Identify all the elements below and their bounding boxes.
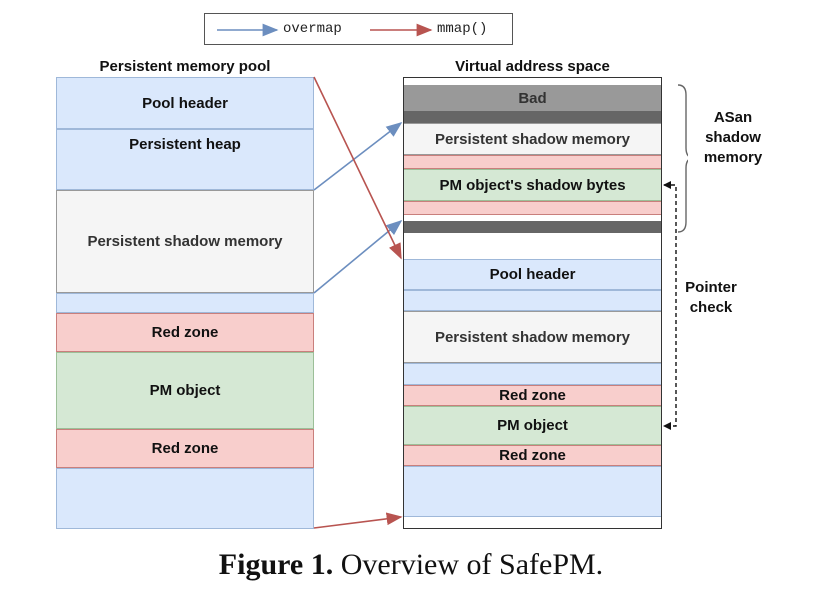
left-pm-object: PM object bbox=[56, 352, 314, 429]
left-persistent-shadow-memory: Persistent shadow memory bbox=[56, 190, 314, 293]
right-pm-object-shadow-bytes: PM object's shadow bytes bbox=[404, 169, 661, 201]
asan-label-line-3: memory bbox=[688, 148, 778, 168]
mmap-arrow-pool-header bbox=[313, 76, 402, 260]
left-heap-gap bbox=[56, 293, 314, 313]
right-persistent-shadow-memory: Persistent shadow memory bbox=[404, 311, 661, 363]
left-persistent-heap: Persistent heap bbox=[56, 129, 314, 190]
left-red-zone-1: Red zone bbox=[56, 313, 314, 352]
overmap-arrow-lower bbox=[313, 219, 403, 294]
asan-label-line-2: shadow bbox=[688, 128, 778, 148]
legend: overmap mmap() bbox=[204, 13, 513, 45]
pointer-check-label: Pointer check bbox=[680, 278, 742, 318]
left-heap-bottom bbox=[56, 468, 314, 529]
right-bad-region: Bad bbox=[404, 85, 661, 111]
right-persistent-shadow-memory-top: Persistent shadow memory bbox=[404, 123, 661, 155]
right-guard-band-bottom bbox=[404, 221, 661, 233]
asan-label-line-1: ASan bbox=[688, 108, 778, 128]
pointer-check-line bbox=[664, 184, 677, 427]
left-red-zone-2: Red zone bbox=[56, 429, 314, 468]
pointer-check-line-2: check bbox=[689, 299, 733, 316]
pointer-check-line-1: Pointer bbox=[685, 279, 737, 296]
virtual-address-space-title: Virtual address space bbox=[455, 58, 610, 75]
figure-caption: Figure 1. Overview of SafePM. bbox=[0, 548, 822, 582]
pointer-check-arrowhead-bottom bbox=[663, 422, 671, 430]
right-red-zone-1: Red zone bbox=[404, 385, 661, 406]
right-guard-band-top bbox=[404, 111, 661, 123]
right-shadow-red-2 bbox=[404, 201, 661, 215]
asan-shadow-memory-label: ASan shadow memory bbox=[688, 108, 778, 168]
right-heap-bottom bbox=[404, 466, 661, 517]
figure-caption-label: Figure 1. bbox=[218, 548, 334, 581]
overmap-arrow-upper bbox=[313, 122, 403, 191]
persistent-memory-pool-title: Persistent memory pool bbox=[99, 58, 271, 75]
mmap-arrow-pool-end bbox=[313, 512, 403, 529]
right-heap-gap-1 bbox=[404, 290, 661, 311]
right-heap-gap-2 bbox=[404, 363, 661, 385]
figure-caption-text: Overview of SafePM. bbox=[333, 548, 604, 581]
legend-arrows bbox=[217, 23, 433, 37]
right-shadow-red-1 bbox=[404, 155, 661, 169]
left-pool-header: Pool header bbox=[56, 77, 314, 129]
right-red-zone-2: Red zone bbox=[404, 445, 661, 466]
right-pm-object: PM object bbox=[404, 406, 661, 445]
pointer-check-arrowhead-top bbox=[663, 181, 671, 189]
legend-mmap-label: mmap() bbox=[437, 21, 488, 37]
right-pool-header: Pool header bbox=[404, 259, 661, 290]
legend-overmap-label: overmap bbox=[283, 21, 342, 37]
